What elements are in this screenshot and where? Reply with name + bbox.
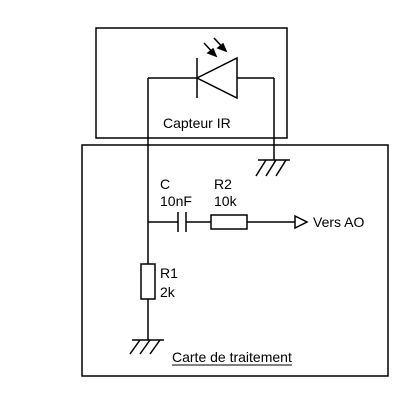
resistor-r2-name: R2 (214, 176, 232, 192)
resistor-r1-name: R1 (160, 265, 178, 281)
output-label: Vers AO (313, 214, 364, 230)
resistor-r2-icon (210, 214, 248, 230)
board-box-label: Carte de traitement (172, 349, 292, 365)
capacitor-name: C (160, 176, 170, 192)
resistor-r1-icon (140, 263, 156, 300)
resistor-r2-value: 10k (214, 193, 238, 209)
capacitor-icon (177, 212, 187, 232)
capacitor-value: 10nF (160, 193, 192, 209)
output-arrow-icon (294, 214, 309, 230)
ground-icon (129, 339, 164, 355)
sensor-box-label: Capteur IR (163, 115, 231, 131)
photodiode-icon (148, 37, 274, 100)
board-box (81, 144, 389, 377)
sensor-box (95, 27, 288, 139)
resistor-r1-value: 2k (160, 284, 176, 300)
ground-icon (255, 159, 290, 177)
